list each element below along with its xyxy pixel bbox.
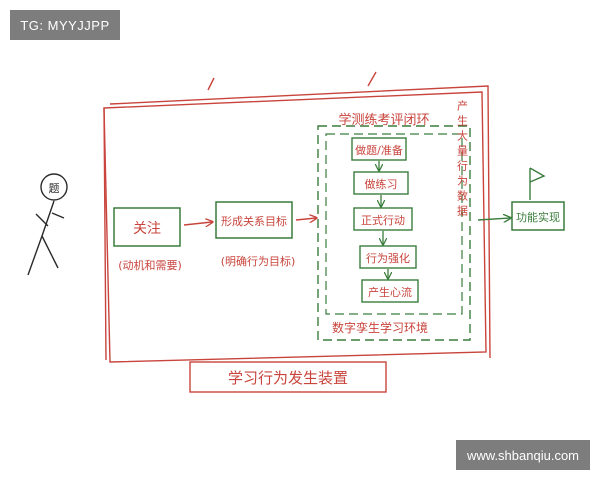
box-guanzhu-label: 关注	[133, 221, 161, 237]
loop-title: 学测练考评闭环	[338, 112, 429, 128]
loop-step-4: 行为强化	[359, 245, 417, 269]
loop-step-5: 产生心流	[361, 279, 419, 303]
loop-step-3-label: 正式行动	[361, 214, 405, 227]
loop-step-5-label: 产生心流	[368, 285, 412, 299]
arrow-mubiao-to-loop	[295, 218, 316, 220]
side-data-text: 产生大量行为数据	[456, 99, 469, 220]
env-label: 数字孪生学习环境	[332, 320, 428, 335]
loop-step-1: 做题/准备	[351, 137, 407, 161]
watermark-bottom-right: www.shbanqiu.com	[456, 440, 590, 470]
loop-step-4-label: 行为强化	[366, 251, 410, 265]
result-box	[511, 201, 565, 231]
device-label: 学习行为发生装置	[228, 369, 348, 387]
loop-step-2-label: 做练习	[365, 177, 398, 191]
watermark-top-left: TG: MYYJJPP	[10, 10, 120, 40]
loop-step-1-label: 做题/准备	[355, 143, 403, 157]
loop-frame-outer	[317, 125, 471, 341]
device-label-box	[189, 361, 387, 393]
person-head-label: 题	[49, 182, 60, 195]
box-mubiao	[215, 201, 293, 239]
loop-step-3: 正式行动	[353, 207, 413, 231]
note-guanzhu: (动机和需要)	[118, 258, 182, 272]
outer-device-frame	[103, 71, 491, 363]
arrow-to-result	[477, 218, 510, 220]
box-guanzhu	[113, 207, 181, 247]
stick-figure	[27, 173, 68, 276]
flag-icon	[529, 167, 546, 200]
arrow-guanzhu-to-mubiao	[183, 222, 212, 225]
note-mubiao: (明确行为目标)	[221, 254, 296, 268]
loop-step-2: 做练习	[353, 171, 409, 195]
result-label: 功能实现	[516, 210, 560, 224]
box-mubiao-label: 形成关系目标	[221, 214, 287, 228]
loop-frame-inner	[325, 133, 463, 315]
